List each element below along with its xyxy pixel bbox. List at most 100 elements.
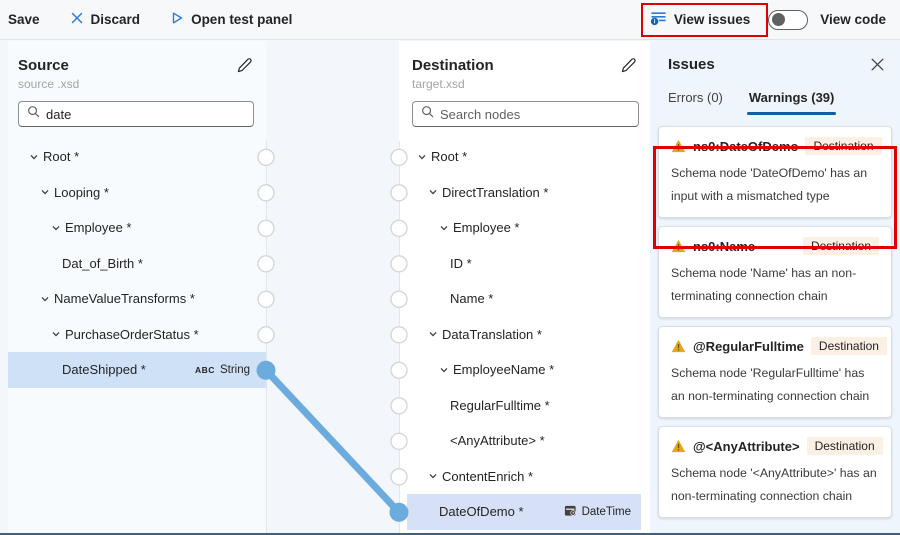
connection-point[interactable]: [390, 432, 408, 450]
edit-pencil-icon[interactable]: [236, 57, 254, 75]
view-code-toggle[interactable]: [768, 9, 809, 30]
warning-card-dateofdemo[interactable]: ns0:DateOfDemo Destination Schema node '…: [658, 126, 892, 218]
destination-file-name: target.xsd: [412, 77, 465, 91]
abc-string-icon: ABC: [195, 364, 215, 375]
chevron-down-icon[interactable]: [417, 152, 427, 162]
tree-node-label: ContentEnrich *: [442, 468, 534, 484]
connection-point[interactable]: [390, 148, 408, 167]
source-panel-title: Source: [18, 57, 69, 74]
tree-node-label: Name *: [450, 291, 494, 307]
open-test-panel-button[interactable]: Open test panel: [170, 11, 292, 28]
connection-point-active-source[interactable]: [256, 360, 276, 380]
discard-button[interactable]: Discard: [70, 11, 140, 28]
chevron-down-icon[interactable]: [439, 223, 449, 233]
tree-node-label: PurchaseOrderStatus *: [65, 326, 199, 342]
source-tree-item-namevaluetransforms[interactable]: NameValueTransforms *: [8, 281, 266, 317]
chevron-down-icon[interactable]: [428, 329, 438, 339]
mapping-connection-line[interactable]: [262, 366, 403, 516]
source-tree-item-looping[interactable]: Looping *: [8, 175, 266, 211]
source-search-box[interactable]: [18, 101, 254, 127]
connection-point[interactable]: [257, 148, 275, 167]
warning-card-name[interactable]: ns0:Name Destination Schema node 'Name' …: [658, 226, 892, 318]
chevron-down-icon[interactable]: [51, 329, 61, 339]
destination-tree-item-employeename[interactable]: EmployeeName *: [399, 352, 650, 388]
destination-search-box[interactable]: [412, 101, 639, 127]
destination-badge: Destination: [805, 137, 882, 155]
chevron-down-icon[interactable]: [40, 294, 50, 304]
view-issues-button[interactable]: View issues: [650, 10, 750, 29]
tree-node-label: NameValueTransforms *: [54, 291, 195, 307]
destination-tree-item-root[interactable]: Root *: [399, 139, 650, 175]
issues-panel: Issues Errors (0) Warnings (39) ns0:Date…: [650, 41, 900, 535]
connection-point[interactable]: [257, 219, 275, 238]
connection-point[interactable]: [257, 255, 275, 273]
connection-point[interactable]: [390, 255, 408, 273]
window-bottom-border: [0, 533, 900, 535]
tree-node-label: Looping *: [54, 184, 109, 200]
edit-pencil-icon[interactable]: [620, 57, 638, 75]
tree-node-label: DataTranslation *: [442, 326, 542, 342]
toolbar: Save Discard Open test panel: [0, 0, 900, 40]
destination-badge: Destination: [810, 337, 887, 355]
destination-panel: Destination target.xsd Root * DirectTran…: [399, 41, 650, 533]
warning-title: ns0:Name: [693, 238, 756, 254]
chevron-down-icon[interactable]: [29, 152, 39, 162]
source-tree-item-purchaseorderstatus[interactable]: PurchaseOrderStatus *: [8, 317, 266, 353]
chevron-down-icon[interactable]: [428, 187, 438, 197]
tab-errors[interactable]: Errors (0): [668, 90, 723, 105]
close-icon[interactable]: [870, 57, 886, 73]
connection-point[interactable]: [390, 184, 408, 202]
warning-card-anyattribute[interactable]: @<AnyAttribute> Destination Schema node …: [658, 426, 892, 518]
warning-card-regularfulltime[interactable]: @RegularFulltime Destination Schema node…: [658, 326, 892, 418]
destination-tree: Root * DirectTranslation * Employee * ID…: [399, 139, 650, 530]
connection-point[interactable]: [390, 468, 408, 486]
save-button[interactable]: Save: [8, 12, 40, 27]
tree-node-label: DateShipped *: [62, 362, 146, 378]
tree-node-label: ID *: [450, 255, 472, 271]
destination-tree-item-regularfulltime[interactable]: RegularFulltime *: [399, 388, 650, 424]
chevron-down-icon[interactable]: [428, 471, 438, 481]
tree-node-label: Dat_of_Birth *: [62, 255, 143, 271]
search-icon: [421, 105, 434, 123]
tree-node-label: DirectTranslation *: [442, 184, 549, 200]
source-tree-item-dateshipped[interactable]: DateShipped * ABC String: [8, 352, 266, 388]
connection-point[interactable]: [257, 290, 275, 308]
connection-point[interactable]: [390, 326, 408, 344]
tree-node-label: Employee *: [65, 220, 132, 236]
destination-tree-item-employee[interactable]: Employee *: [399, 210, 650, 246]
string-type-badge: ABC String: [195, 364, 250, 376]
connection-point[interactable]: [257, 184, 275, 202]
connection-point[interactable]: [390, 397, 408, 415]
tree-node-label: Root *: [43, 149, 80, 165]
source-tree-item-employee[interactable]: Employee *: [8, 210, 266, 246]
tree-node-label: Employee *: [453, 220, 520, 236]
source-tree-item-root[interactable]: Root *: [8, 139, 266, 175]
tree-node-label: EmployeeName *: [453, 362, 555, 378]
source-tree-item-dat-of-birth[interactable]: Dat_of_Birth *: [8, 246, 266, 282]
connection-point[interactable]: [257, 326, 275, 344]
destination-tree-item-contentenrich[interactable]: ContentEnrich *: [399, 459, 650, 495]
destination-tree-item-dateofdemo[interactable]: DateOfDemo * DateTime: [407, 494, 641, 530]
destination-tree-item-datatranslation[interactable]: DataTranslation *: [399, 317, 650, 353]
connection-point-active-destination[interactable]: [389, 502, 409, 522]
tab-warnings[interactable]: Warnings (39): [746, 90, 837, 115]
source-search-input[interactable]: [46, 106, 245, 122]
connection-point[interactable]: [390, 219, 408, 238]
connection-point[interactable]: [390, 290, 408, 308]
warnings-list: ns0:DateOfDemo Destination Schema node '…: [650, 126, 900, 518]
play-icon: [170, 11, 184, 28]
open-test-panel-label: Open test panel: [191, 12, 293, 27]
destination-tree-item-directtranslation[interactable]: DirectTranslation *: [399, 175, 650, 211]
destination-search-input[interactable]: [440, 106, 630, 122]
chevron-down-icon[interactable]: [51, 223, 61, 233]
chevron-down-icon[interactable]: [439, 365, 449, 375]
destination-tree-item-id[interactable]: ID *: [399, 246, 650, 282]
connection-point[interactable]: [390, 361, 408, 379]
chevron-down-icon[interactable]: [40, 187, 50, 197]
warning-icon: [671, 339, 686, 353]
tree-node-label: Root *: [431, 149, 468, 165]
destination-tree-item-name[interactable]: Name *: [399, 281, 650, 317]
destination-tree-item-anyattribute[interactable]: <AnyAttribute> *: [399, 423, 650, 459]
toggle-knob: [772, 13, 786, 26]
